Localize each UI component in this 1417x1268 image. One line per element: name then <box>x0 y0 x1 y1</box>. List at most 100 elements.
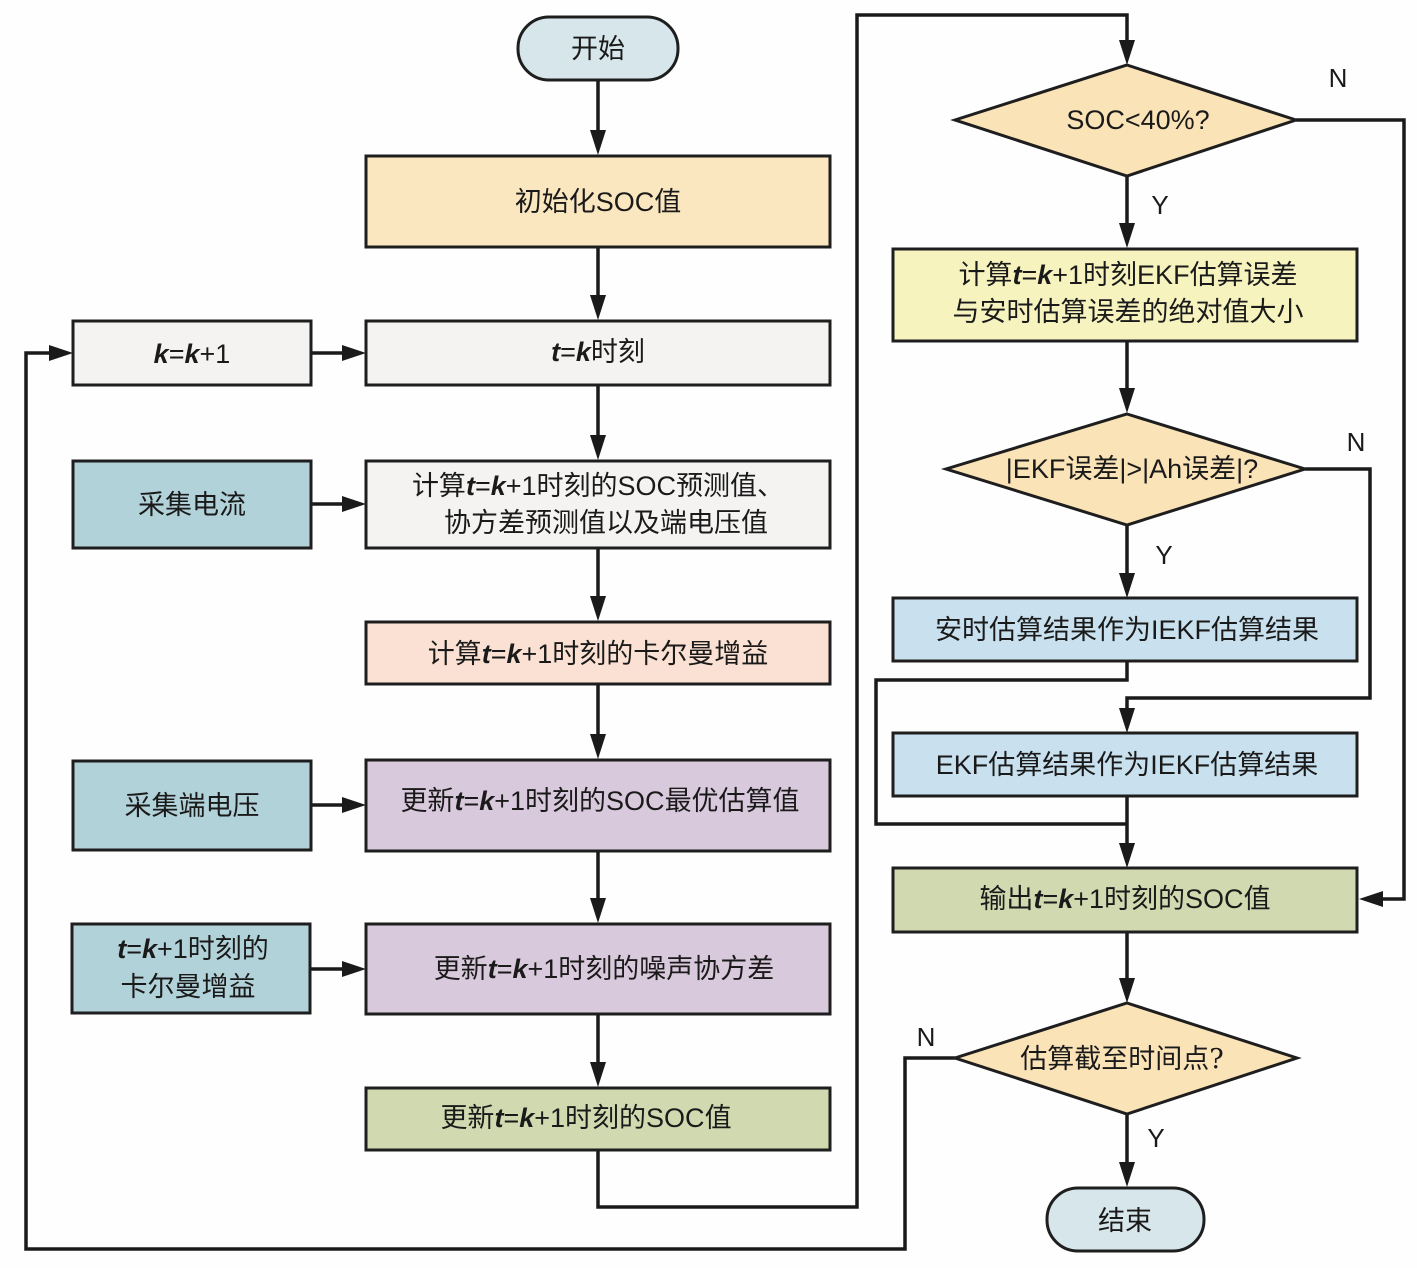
text-run: +1 <box>534 1103 565 1133</box>
text-run: 误差 <box>1182 454 1236 485</box>
node-gain-input: t=k+1时刻的 卡尔曼增益 <box>70 922 312 1015</box>
variable-text: t <box>551 337 561 367</box>
variable-text: t <box>117 934 127 964</box>
text-run: 估算误差 <box>1190 260 1298 291</box>
text-run: 计算 <box>412 471 466 502</box>
node-update-noise: 更新t=k+1时刻的噪声协方差 <box>364 922 832 1016</box>
node-label: 更新t=k+1时刻的噪声协方差 <box>434 954 775 985</box>
process-box <box>891 596 1359 663</box>
arrowhead <box>590 295 606 320</box>
text-run: |>|Ah <box>1119 454 1182 484</box>
variable-text: t <box>466 471 476 501</box>
text-run: IEKF <box>1150 750 1210 780</box>
variable-text: k <box>519 1103 536 1133</box>
text-run: 输出 <box>979 884 1033 915</box>
branch-label-time-yes: Y <box>1147 1123 1164 1153</box>
text-run: 安时估算结果作为 <box>935 615 1151 646</box>
node-soc-check: SOC<40%? <box>950 63 1301 178</box>
node-label: 采集电流 <box>138 490 246 521</box>
text-run: +1 <box>528 954 559 984</box>
arrowhead <box>590 1062 606 1087</box>
process-box <box>364 922 832 1016</box>
text-run: +1 <box>522 639 553 669</box>
text-run: = <box>463 786 479 816</box>
input-box <box>70 922 312 1015</box>
node-label: k=k+1 <box>154 339 231 369</box>
node-error-calc: 计算t=k+1时刻EKF估算误差 与安时估算误差的绝对值大小 <box>891 247 1359 343</box>
variable-text: k <box>491 471 508 501</box>
node-ah-result: 安时估算结果作为IEKF估算结果 <box>891 596 1359 663</box>
node-label-line2: 协方差预测值以及端电压值 <box>444 508 768 539</box>
variable-text: t <box>1012 260 1022 290</box>
node-label: 初始化SOC值 <box>515 187 682 218</box>
text-run: |EKF <box>1006 454 1066 484</box>
text-run: 时刻的卡尔曼增益 <box>552 639 768 670</box>
variable-text: k <box>512 954 529 984</box>
text-run: 更新 <box>434 954 488 985</box>
arrowhead <box>342 961 366 977</box>
text-run: = <box>169 339 185 369</box>
process-box <box>364 154 832 249</box>
variable-text: k <box>576 337 593 367</box>
text-run: IEKF <box>1151 615 1211 645</box>
text-run: 时刻的 <box>565 1103 646 1134</box>
node-collect-voltage: 采集端电压 <box>71 759 313 852</box>
edge-ah-merge <box>874 661 1129 826</box>
text-run: +1 <box>200 339 231 369</box>
node-label: 安时估算结果作为IEKF估算结果 <box>935 615 1319 646</box>
text-run: 时刻的 <box>525 786 606 817</box>
branch-label-soc-yes: Y <box>1151 190 1168 220</box>
text-run: 值 <box>1244 884 1271 915</box>
node-label: 更新t=k+1时刻的SOC最优估算值 <box>400 786 799 817</box>
text-run: 初始化 <box>515 187 596 218</box>
arrowhead <box>590 435 606 460</box>
arrowhead <box>1119 223 1135 248</box>
branch-label-compare-no: N <box>1347 427 1366 457</box>
arrowhead <box>1119 1162 1135 1187</box>
node-label: 采集端电压 <box>125 791 260 822</box>
arrowhead <box>590 734 606 759</box>
node-label-line2: 卡尔曼增益 <box>121 972 256 1003</box>
edge-soccheck-no <box>1296 118 1406 901</box>
node-label-line2: 与安时估算误差的绝对值大小 <box>953 297 1304 328</box>
text-run: +1 <box>157 934 188 964</box>
variable-text: k <box>1058 884 1075 914</box>
text-run: +1 <box>494 786 525 816</box>
variable-text: k <box>479 786 496 816</box>
text-run: 时刻的 <box>188 934 269 965</box>
node-ekf-result: EKF估算结果作为IEKF估算结果 <box>891 731 1359 798</box>
node-label: 结束 <box>1098 1206 1152 1237</box>
node-t-equals-k: t=k时刻 <box>364 319 832 387</box>
variable-text: t <box>488 954 498 984</box>
variable-text: k <box>184 339 201 369</box>
text-run: 时刻的噪声协方差 <box>558 954 774 985</box>
node-collect-current: 采集电流 <box>71 459 313 550</box>
process-box <box>364 459 832 550</box>
text-run: = <box>497 954 513 984</box>
variable-text: t <box>494 1103 504 1133</box>
text-run: 时刻 <box>1083 260 1137 291</box>
text-run: 时刻的 <box>1104 884 1185 915</box>
node-output: 输出t=k+1时刻的SOC值 <box>891 866 1359 934</box>
text-run: 值 <box>654 187 681 218</box>
terminal-shape <box>1045 1186 1206 1253</box>
arrowhead <box>590 130 606 155</box>
text-run: = <box>560 337 576 367</box>
variable-text: t <box>454 786 464 816</box>
node-start: 开始 <box>516 15 680 82</box>
text-run: = <box>503 1103 519 1133</box>
node-update-soc: 更新t=k+1时刻的SOC值 <box>364 1086 832 1152</box>
connectors <box>24 13 1406 1251</box>
node-label: EKF估算结果作为IEKF估算结果 <box>936 750 1319 781</box>
text-run: +1 <box>1073 884 1104 914</box>
decision-diamond <box>950 63 1301 178</box>
arrowhead <box>590 898 606 923</box>
text-run: 值 <box>705 1103 732 1134</box>
arrowhead <box>1119 978 1135 1003</box>
node-k-increment: k=k+1 <box>71 319 313 387</box>
arrowhead <box>1119 388 1135 413</box>
node-label-line1: 计算t=k+1时刻的SOC预测值、 <box>412 471 784 502</box>
text-run: SOC <box>606 786 665 816</box>
text-run: SOC <box>646 1103 705 1133</box>
variable-text: k <box>1037 260 1054 290</box>
